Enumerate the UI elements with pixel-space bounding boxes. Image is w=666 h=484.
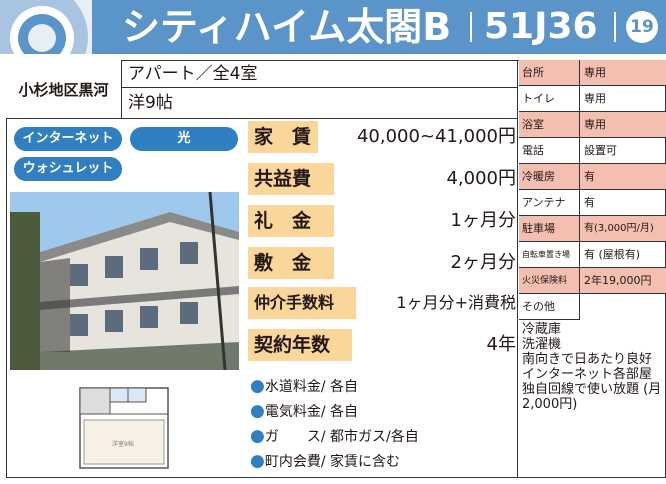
- floor-plan: 洋室9帖: [68, 384, 180, 472]
- spec-value: 有(3,000円/月): [580, 216, 666, 242]
- spec-key: 駐車場: [519, 216, 580, 242]
- price-value: 1ヶ月分: [450, 210, 516, 231]
- spec-key: 火災保険料: [519, 268, 580, 294]
- spec-key: アンテナ: [519, 190, 580, 216]
- tag-fiber: 光: [130, 127, 238, 151]
- logo: [0, 0, 92, 54]
- building-photo: [10, 192, 239, 370]
- price-value: 2ヶ月分: [450, 252, 516, 273]
- svg-text:洋室9帖: 洋室9帖: [112, 440, 134, 448]
- spec-value: 有: [580, 164, 666, 190]
- room-layout: 洋9帖: [128, 93, 173, 113]
- price-label: 仲介手数料: [248, 287, 356, 319]
- area-label: 小杉地区黒河: [6, 60, 122, 118]
- header-band: [0, 0, 666, 54]
- tag-washlet: ウォシュレット: [14, 157, 122, 181]
- price-value: 1ヶ月分+消費税: [396, 293, 516, 312]
- price-label: 礼 金: [248, 205, 334, 237]
- spec-key: その他: [519, 294, 580, 320]
- note-item: ●水道料金/ 各自: [250, 376, 359, 396]
- other-notes: 冷蔵庫 洗濯機 南向きで日あたり良好 インターネット各部屋独自回線で使い放題 (…: [522, 322, 662, 412]
- spec-key: トイレ: [519, 86, 580, 112]
- note-item: ●町内会費/ 家賃に含む: [250, 451, 401, 471]
- price-label: 契約年数: [248, 329, 352, 361]
- spec-value: 有 (屋根有): [580, 242, 666, 268]
- property-code: 51J36: [484, 6, 598, 47]
- divider: [614, 12, 616, 42]
- page-number: 19: [626, 11, 658, 43]
- price-label: 共益費: [248, 163, 334, 195]
- spec-value: 2年19,000円: [580, 268, 666, 294]
- price-label: 家 賃: [248, 121, 318, 153]
- spec-value: 設置可: [580, 138, 666, 164]
- spec-key: 自転車置き場: [519, 242, 580, 268]
- utility-notes: ●水道料金/ 各自 ●電気料金/ 各自 ●ガ ス/ 都市ガス/各自 ●町内会費/…: [250, 374, 516, 474]
- property-type: アパート／全4室: [122, 60, 517, 88]
- price-value: 4,000円: [446, 168, 516, 189]
- property-title: シティハイム太閤B: [122, 5, 452, 49]
- spec-key: 台所: [519, 60, 580, 86]
- note-item: ●ガ ス/ 都市ガス/各自: [250, 426, 419, 446]
- spec-key: 冷暖房: [519, 164, 580, 190]
- price-label: 敷 金: [248, 247, 334, 279]
- price-value: 40,000~41,000円: [356, 126, 516, 147]
- tag-internet: インターネット: [14, 127, 122, 151]
- spec-key: 電話: [519, 138, 580, 164]
- spec-value: 有: [580, 190, 666, 216]
- spec-key: 浴室: [519, 112, 580, 138]
- spec-value: 専用: [580, 112, 666, 138]
- price-value: 4年: [486, 334, 516, 355]
- divider: [470, 12, 472, 42]
- spec-value: 専用: [580, 60, 666, 86]
- spec-value: 専用: [580, 86, 666, 112]
- note-item: ●電気料金/ 各自: [250, 401, 359, 421]
